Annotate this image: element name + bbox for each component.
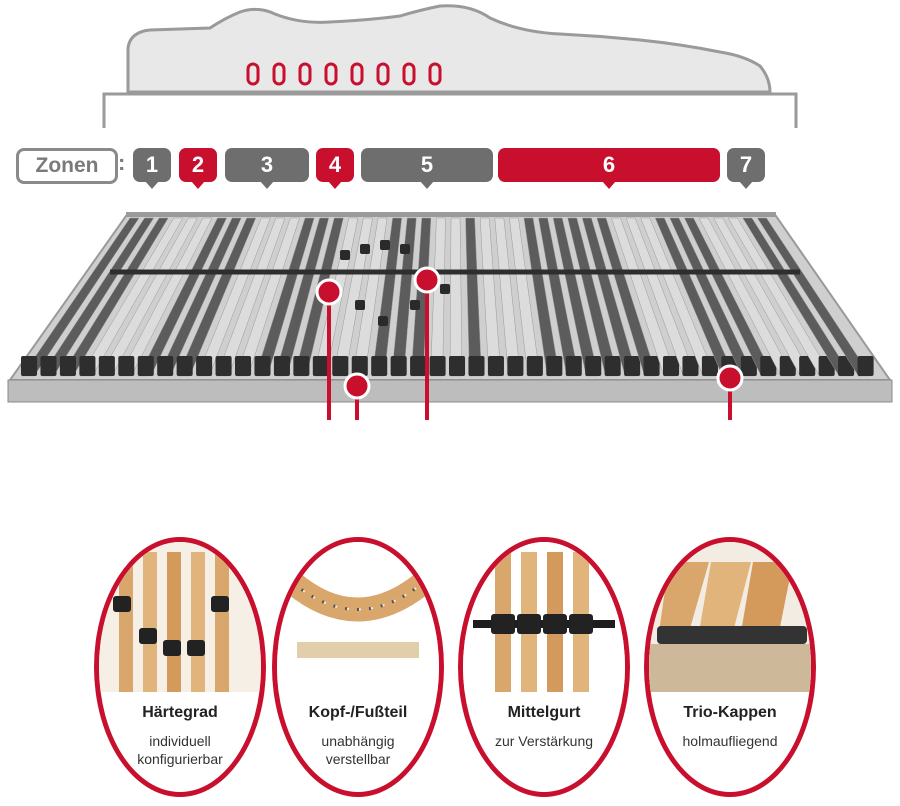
slat-cap: [468, 356, 485, 376]
feature-trio-kappen: Trio-Kappen holmaufliegend: [644, 537, 816, 797]
slat-cap: [760, 356, 777, 376]
slats: [21, 217, 874, 377]
slat-cap: [682, 356, 699, 376]
slat-cap: [254, 356, 271, 376]
slat-cap: [118, 356, 135, 376]
zone-1-badge: 1: [133, 148, 171, 189]
zone-6-badge: 6: [498, 148, 720, 189]
slat-cap: [410, 356, 427, 376]
slat-cap: [604, 356, 621, 376]
feature-title: Trio-Kappen: [683, 704, 777, 721]
bed-outline: [102, 92, 798, 128]
slatted-frame-graphic: [7, 212, 893, 420]
feature-subtitle: holmaufliegend: [657, 732, 803, 750]
feature-subtitle: zur Verstärkung: [471, 732, 617, 750]
slat-cap: [546, 356, 563, 376]
slat-cap: [79, 356, 96, 376]
zone-number: 6: [602, 152, 616, 177]
feature-kopf-fussteil: Kopf-/Fußteil unabhängig verstellbar: [272, 537, 444, 797]
callout-dots: [315, 266, 744, 400]
slat-cap: [429, 356, 446, 376]
slat-cap: [235, 356, 252, 376]
callout-lines: [327, 280, 732, 420]
slat-cap: [526, 356, 543, 376]
pressure-dots: [246, 62, 442, 86]
slat-cap: [21, 356, 38, 376]
slat-cap: [390, 356, 407, 376]
slat-cap: [157, 356, 174, 376]
zones-label: Zonen: [16, 148, 118, 184]
slat: [449, 217, 463, 377]
mittelgurt-thumbnail: [463, 542, 625, 692]
zone-4-badge: 4: [316, 148, 354, 189]
zones-separator: :: [118, 150, 126, 175]
slat-cap: [59, 356, 76, 376]
slat-cap: [215, 356, 232, 376]
slat-cap: [371, 356, 388, 376]
slat-cap: [332, 356, 349, 376]
zone-number: 7: [739, 152, 753, 177]
feature-subtitle-line2: verstellbar: [325, 751, 391, 767]
feature-title: Härtegrad: [142, 704, 218, 721]
slat-cap: [137, 356, 154, 376]
feature-subtitle-line1: holmaufliegend: [682, 733, 778, 749]
slat-cap: [487, 356, 504, 376]
feature-subtitle: individuell konfigurierbar: [107, 732, 253, 768]
feature-title: Kopf-/Fußteil: [308, 704, 408, 721]
slat-cap: [351, 356, 368, 376]
feature-subtitle: unabhängig verstellbar: [285, 732, 431, 768]
kopf-fussteil-thumbnail: [277, 542, 439, 692]
slat-cap: [40, 356, 57, 376]
feature-subtitle-line1: zur Verstärkung: [494, 733, 594, 749]
slat-cap: [98, 356, 115, 376]
zone-number: 1: [145, 152, 159, 177]
haertegrad-thumbnail: [99, 542, 261, 692]
slat-cap: [176, 356, 193, 376]
slat-cap: [449, 356, 466, 376]
slat-cap: [312, 356, 329, 376]
zone-number: 5: [420, 152, 434, 177]
hardness-sliders: [340, 240, 450, 326]
zone-number: 4: [328, 152, 342, 177]
slat-cap: [643, 356, 660, 376]
zone-number: 3: [260, 152, 274, 177]
zone-5-badge: 5: [361, 148, 493, 189]
feature-title: Mittelgurt: [507, 704, 581, 721]
slat-cap: [507, 356, 524, 376]
slat-cap: [585, 356, 602, 376]
feature-haertegrad: Härtegrad individuell konfigurierbar: [94, 537, 266, 797]
slat-cap: [293, 356, 310, 376]
frame-front-rail: [7, 379, 893, 403]
slat-cap: [565, 356, 582, 376]
trio-kappen-thumbnail: [649, 542, 811, 692]
slat-cap: [857, 356, 874, 376]
sleeper-silhouette-graphic: [102, 4, 798, 128]
zone-2-badge: 2: [179, 148, 217, 189]
slat-cap: [663, 356, 680, 376]
zone-7-badge: 7: [727, 148, 765, 189]
slat-cap: [740, 356, 757, 376]
body-silhouette: [126, 4, 772, 94]
feature-mittelgurt: Mittelgurt zur Verstärkung: [458, 537, 630, 797]
zone-3-badge: 3: [225, 148, 309, 189]
zone-number: 2: [191, 152, 205, 177]
slat-cap: [624, 356, 641, 376]
slat-cap: [196, 356, 213, 376]
feature-subtitle-line1: individuell: [149, 733, 211, 749]
slat-cap: [701, 356, 718, 376]
slat-cap: [273, 356, 290, 376]
feature-subtitle-line2: konfigurierbar: [137, 751, 223, 767]
feature-subtitle-line1: unabhängig: [321, 733, 395, 749]
